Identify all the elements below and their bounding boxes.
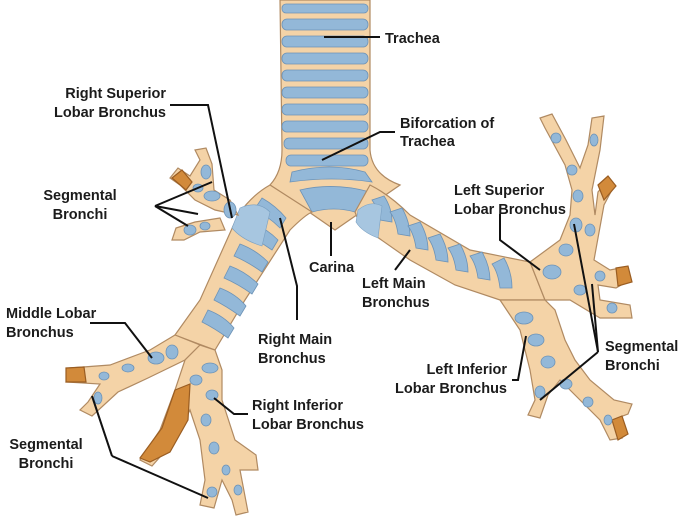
leader-segmental-left-a xyxy=(154,181,213,207)
label-left-inferior-line1: Left Inferior xyxy=(426,362,507,378)
label-right-main-line1: Right Main xyxy=(258,332,332,348)
label-left-superior-line2: Lobar Bronchus xyxy=(454,202,566,218)
leader-segmental-left-b xyxy=(154,205,199,215)
label-segmental-right-line1: Segmental xyxy=(605,339,678,355)
right-main-bronchus-shape xyxy=(174,184,314,351)
trachea-rings xyxy=(281,3,373,213)
label-segmental-left-line1: Segmental xyxy=(43,188,116,204)
leader-left-main xyxy=(394,249,411,271)
label-right-inferior-line2: Lobar Bronchus xyxy=(252,417,364,433)
label-right-inferior-line1: Right Inferior xyxy=(252,398,343,414)
middle-lobar-bronchus-shape xyxy=(65,334,202,417)
right-inferior-lobar-bronchus-shape xyxy=(139,344,259,516)
left-main-bronchus-shape xyxy=(354,184,546,301)
label-bifurcation-line1: Biforcation of xyxy=(400,116,494,132)
left-superior-lobar-bronchus-shape xyxy=(529,113,633,319)
label-bifurcation-line2: Trachea xyxy=(400,134,456,150)
leader-segmental-right-c xyxy=(539,351,599,401)
leader-segmental-left-c xyxy=(154,205,189,227)
label-right-superior-line1: Right Superior xyxy=(65,86,166,102)
label-segmental-left-line2: Bronchi xyxy=(53,207,108,223)
label-left-main-line2: Bronchus xyxy=(362,295,430,311)
leader-middle-lobar xyxy=(90,322,153,359)
label-left-superior-line1: Left Superior xyxy=(454,183,545,199)
leader-segmental-bottom-a xyxy=(91,395,113,457)
leader-segmental-bottom-b xyxy=(111,455,209,499)
leader-left-superior xyxy=(499,214,541,271)
label-left-inferior-line2: Lobar Bronchus xyxy=(395,381,507,397)
label-segmental-right-line2: Bronchi xyxy=(605,358,660,374)
label-segmental-bottom-line2: Bronchi xyxy=(19,456,74,472)
leader-right-main xyxy=(279,217,298,320)
trachea-shape xyxy=(269,0,402,231)
leader-lines xyxy=(90,36,599,499)
label-trachea: Trachea xyxy=(385,31,441,47)
leader-segmental-right-a xyxy=(573,223,599,353)
label-middle-lobar-line2: Bronchus xyxy=(6,325,74,341)
label-right-main-line2: Bronchus xyxy=(258,351,326,367)
label-segmental-bottom-line1: Segmental xyxy=(9,437,82,453)
leader-segmental-right-b xyxy=(591,283,599,353)
label-right-superior-line2: Lobar Bronchus xyxy=(54,105,166,121)
leader-left-inferior xyxy=(512,335,527,381)
labels: Trachea Biforcation of Trachea Right Sup… xyxy=(6,31,678,472)
leader-right-inferior xyxy=(213,397,248,415)
label-middle-lobar-line1: Middle Lobar xyxy=(6,306,97,322)
leader-right-superior xyxy=(170,104,233,219)
label-carina: Carina xyxy=(309,260,355,276)
leader-bifurcation xyxy=(321,131,395,161)
label-left-main-line1: Left Main xyxy=(362,276,426,292)
